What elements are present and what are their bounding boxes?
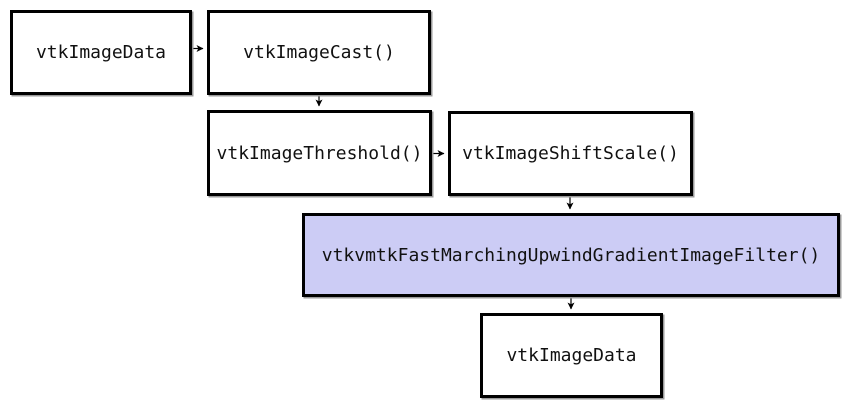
node-image-data-input: vtkImageData (10, 10, 192, 95)
node-image-cast: vtkImageCast() (207, 10, 431, 95)
node-image-threshold-label: vtkImageThreshold() (216, 142, 423, 164)
node-fast-marching-filter-label: vtkvmtkFastMarchingUpwindGradientImageFi… (321, 244, 821, 266)
node-image-threshold: vtkImageThreshold() (207, 110, 432, 196)
node-image-data-output-label: vtkImageData (506, 345, 637, 366)
node-image-data-input-label: vtkImageData (35, 42, 167, 63)
node-image-cast-label: vtkImageCast() (243, 42, 395, 63)
node-fast-marching-filter: vtkvmtkFastMarchingUpwindGradientImageFi… (302, 213, 840, 297)
node-image-shift-scale-label: vtkImageShiftScale() (462, 143, 679, 164)
node-image-shift-scale: vtkImageShiftScale() (448, 111, 693, 196)
node-image-data-output: vtkImageData (480, 313, 663, 398)
